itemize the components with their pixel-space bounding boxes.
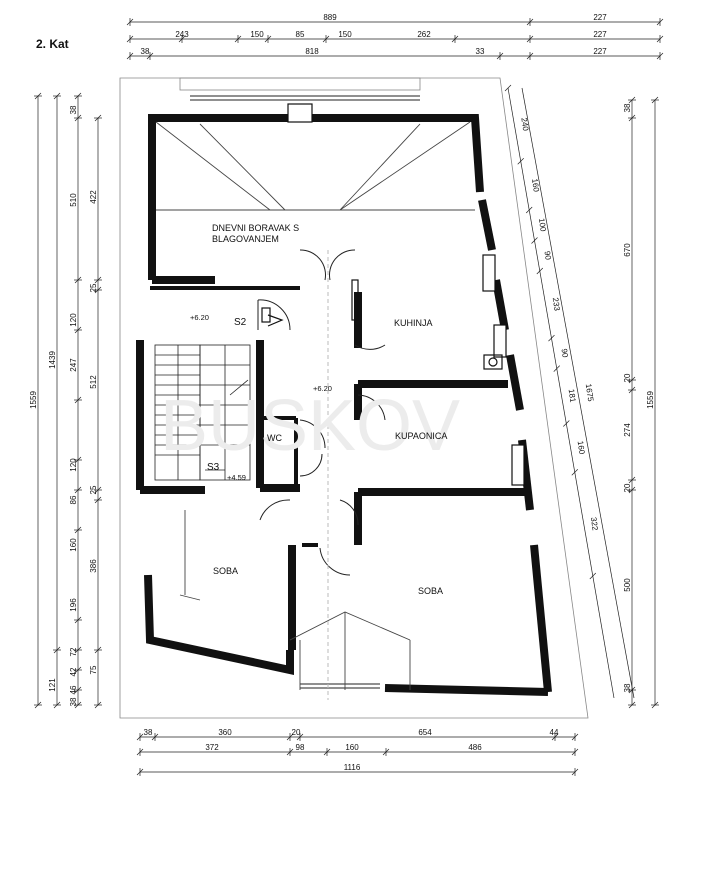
outer-boundary	[119, 77, 589, 719]
dim-left-c4-4: 386	[89, 559, 98, 573]
label-s3: S3	[207, 462, 220, 473]
dim-diag-1: 160	[530, 178, 541, 193]
dim-diag-0: 240	[519, 117, 530, 132]
dim-top-r1-1: 227	[593, 13, 607, 22]
dim-top-r2-1: 150	[250, 30, 264, 39]
room-label-living-1: DNEVNI BORAVAK S	[212, 223, 299, 233]
room-label-bathroom: KUPAONICA	[395, 431, 447, 441]
dim-left-c3-2: 120	[69, 313, 78, 327]
dim-bot-r1-1: 360	[218, 728, 232, 737]
level-s3: +4.59	[227, 473, 246, 482]
dim-left-c3-11: 38	[69, 697, 78, 706]
dim-right-c1-3: 274	[623, 423, 632, 437]
dim-bot-r2-2: 160	[345, 743, 359, 752]
dim-top-r3-2: 33	[476, 47, 485, 56]
dim-left-c3-1: 510	[69, 193, 78, 207]
dim-left-c4-0: 422	[89, 190, 98, 204]
dim-top-r1-0: 889	[323, 13, 337, 22]
thin-walls	[150, 286, 318, 547]
dim-bot-r2-3: 486	[468, 743, 482, 752]
dim-bot-r2-1: 98	[296, 743, 305, 752]
dim-top-r3-3: 227	[593, 47, 607, 56]
dim-right-c2-0: 1559	[646, 391, 655, 409]
dim-right-c1-6: 38	[623, 683, 632, 692]
dim-right-c1-2: 20	[623, 373, 632, 382]
dim-diag-8: 322	[589, 517, 600, 532]
dim-bot-r2-0: 372	[205, 743, 219, 752]
dim-left-c3-6: 160	[69, 538, 78, 552]
dim-right-c1-4: 20	[623, 483, 632, 492]
room-label-bedroom-left: SOBA	[213, 566, 238, 576]
label-s2: S2	[234, 317, 247, 328]
dim-top-r2-0: 243	[175, 30, 189, 39]
dim-left-c4-5: 75	[89, 665, 98, 674]
dim-left-c3-5: 86	[69, 495, 78, 504]
dim-left-c2-1: 1439	[48, 351, 57, 369]
dim-left-c3-4: 120	[69, 458, 78, 472]
dim-diag-total: 1675	[584, 383, 595, 402]
roof-lines	[155, 121, 475, 690]
kitchen-fixtures	[261, 279, 503, 370]
dim-top-r2-3: 150	[338, 30, 352, 39]
dimension-lines	[34, 18, 664, 776]
stairs	[154, 344, 251, 481]
dim-left-c4-2: 512	[89, 375, 98, 389]
dim-top-r2-4: 262	[417, 30, 431, 39]
dim-diag-5: 90	[560, 348, 570, 359]
dim-left-c3-8: 72	[69, 647, 78, 656]
room-label-kitchen: KUHINJA	[394, 318, 433, 328]
walls	[136, 114, 552, 696]
dim-top-r3-0: 38	[141, 47, 150, 56]
dim-diag-3: 90	[543, 250, 553, 261]
dim-top-r3-1: 818	[305, 47, 319, 56]
dim-left-c3-3: 247	[69, 358, 78, 372]
dimension-labels: 889 227 243 150 85 150 262 227 38 818 33 227 38 360 20…	[29, 13, 655, 772]
dim-bot-r1-0: 38	[144, 728, 153, 737]
room-label-living-2: BLAGOVANJEM	[212, 234, 279, 244]
doors	[257, 249, 386, 700]
level-hall: +6.20	[313, 384, 332, 393]
dim-left-c3-0: 38	[69, 105, 78, 114]
dim-bot-r3-0: 1116	[344, 763, 361, 772]
level-s2: +6.20	[190, 313, 209, 322]
dim-left-c4-3: 25	[89, 485, 98, 494]
windows	[287, 103, 525, 486]
dim-left-c3-10: 46	[69, 685, 78, 694]
dim-bot-r1-3: 654	[418, 728, 432, 737]
room-labels: DNEVNI BORAVAK S BLAGOVANJEM KUHINJA KUP…	[212, 223, 447, 596]
window-lines	[190, 95, 420, 689]
dim-diag-2: 100	[537, 218, 548, 233]
dim-left-c4-1: 25	[89, 283, 98, 292]
level-labels: +6.20 S2 +6.20 S3 +4.59	[190, 313, 332, 482]
dim-bot-r1-4: 44	[550, 728, 559, 737]
room-label-wc: WC	[267, 433, 282, 443]
dim-top-r2-5: 227	[593, 30, 607, 39]
dim-left-c3-9: 42	[69, 667, 78, 676]
dim-left-c2-0: 121	[48, 678, 57, 692]
dim-bot-r1-2: 20	[292, 728, 301, 737]
watermark: BUSKOV	[160, 386, 460, 466]
dim-left-c1-0: 1559	[29, 391, 38, 409]
dim-diag-6: 181	[567, 388, 578, 403]
dim-left-c3-7: 196	[69, 598, 78, 612]
dim-right-c1-0: 38	[623, 103, 632, 112]
dim-diag-7: 160	[576, 440, 587, 455]
dim-right-c1-1: 670	[623, 243, 632, 257]
dim-diag-4: 233	[551, 297, 562, 312]
dim-top-r2-2: 85	[296, 30, 305, 39]
floor-title: 2. Kat	[36, 37, 69, 51]
room-label-bedroom-right: SOBA	[418, 586, 443, 596]
dim-right-c1-5: 500	[623, 578, 632, 592]
